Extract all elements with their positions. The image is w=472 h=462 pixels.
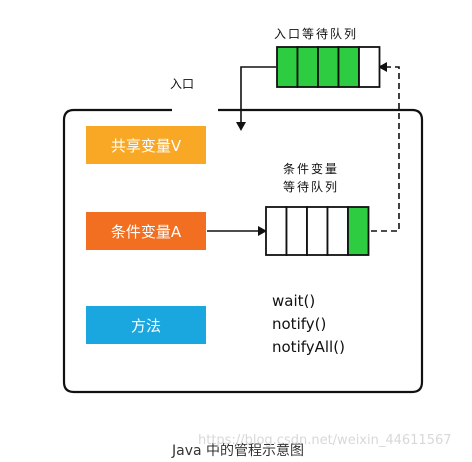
condition-queue-slot [306, 206, 329, 256]
caption: Java 中的管程示意图 [172, 443, 305, 459]
entry-queue-slot [337, 46, 360, 88]
condition-queue-slot [285, 206, 308, 256]
entry-queue-title: 入口等待队列 [274, 27, 359, 41]
method-notify: notify() [272, 315, 327, 333]
dashed-return-line [371, 66, 400, 232]
shared-variable-box: 共享变量V [86, 126, 206, 164]
entry-label: 入口 [170, 77, 195, 91]
entry-queue-slot [276, 46, 299, 88]
entry-arrow-head [236, 122, 246, 131]
entry-queue-slot [296, 46, 319, 88]
monitor-outline [62, 108, 424, 394]
condition-queue [265, 206, 370, 256]
dashed-return-arrow-head [378, 62, 387, 72]
condition-queue-slot [265, 206, 288, 256]
condition-queue-slot [326, 206, 349, 256]
watermark: https://blog.csdn.net/weixin_44611567 [198, 433, 452, 448]
entry-arrow-line [240, 66, 276, 124]
condition-queue-title-line1: 条件变量 [283, 162, 340, 176]
method-box: 方法 [86, 306, 206, 344]
cond-arrow-head [258, 226, 267, 236]
condition-variable-label: 条件变量A [110, 222, 182, 241]
method-wait: wait() [272, 292, 316, 310]
shared-variable-label: 共享变量V [110, 136, 182, 155]
entry-queue-slot [317, 46, 340, 88]
method-notify-all: notifyAll() [272, 338, 345, 356]
entry-queue [276, 46, 381, 88]
entry-queue-slot [358, 46, 381, 88]
method-list: wait() notify() notifyAll() [272, 290, 345, 359]
condition-queue-slot [347, 206, 370, 256]
method-label: 方法 [130, 316, 161, 335]
condition-queue-title-line2: 等待队列 [283, 180, 340, 194]
condition-variable-box: 条件变量A [86, 212, 206, 250]
